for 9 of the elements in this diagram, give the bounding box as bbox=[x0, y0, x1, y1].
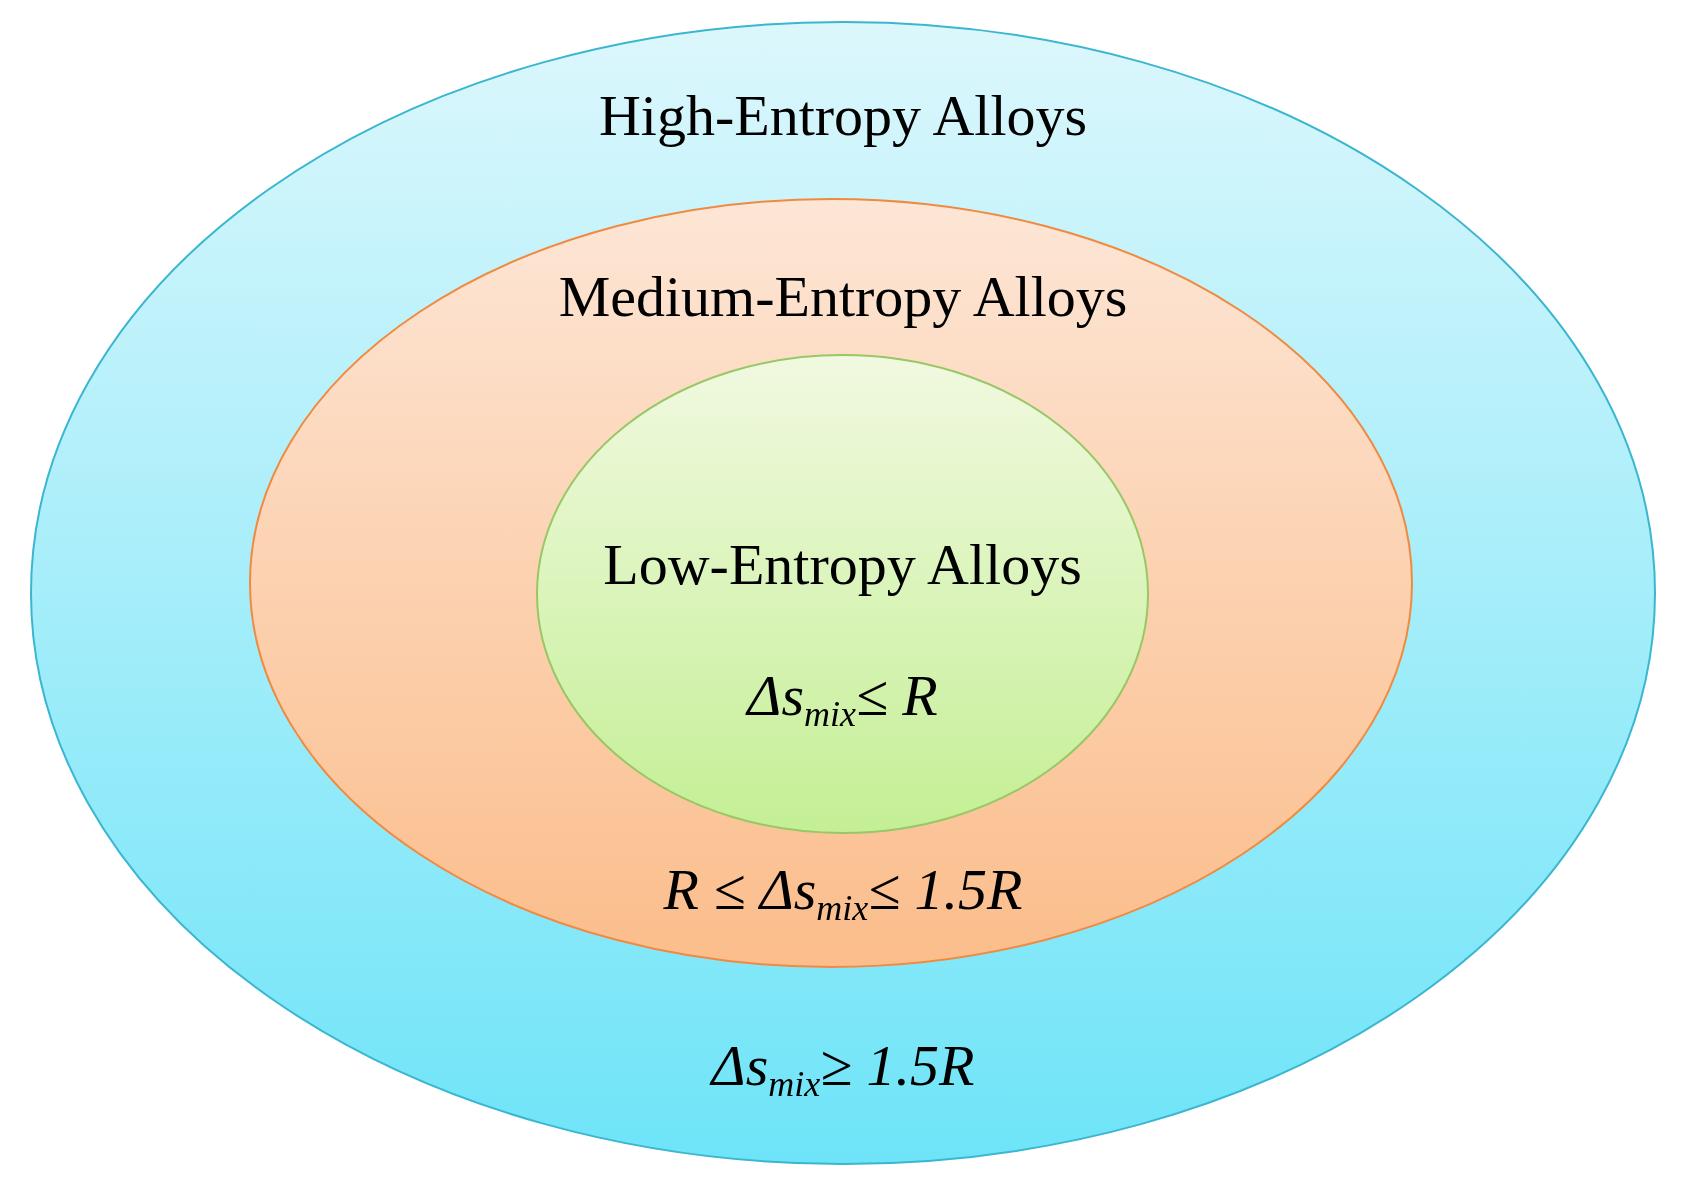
category-title: High-Entropy Alloys bbox=[598, 84, 1088, 148]
category-title: Medium-Entropy Alloys bbox=[558, 265, 1128, 329]
entropy-ellipse bbox=[30, 21, 1656, 1165]
entropy-condition: Δs$_{mix}$≥ 1.5R bbox=[711, 1033, 975, 1105]
entropy-ellipse bbox=[249, 198, 1413, 968]
entropy-ellipse bbox=[536, 354, 1149, 834]
entropy-condition: R ≤ Δs$_{mix}$≤ 1.5R bbox=[663, 857, 1023, 929]
entropy-condition: Δs$_{mix}$≤ R bbox=[747, 663, 938, 735]
category-title: Low-Entropy Alloys bbox=[603, 533, 1082, 597]
